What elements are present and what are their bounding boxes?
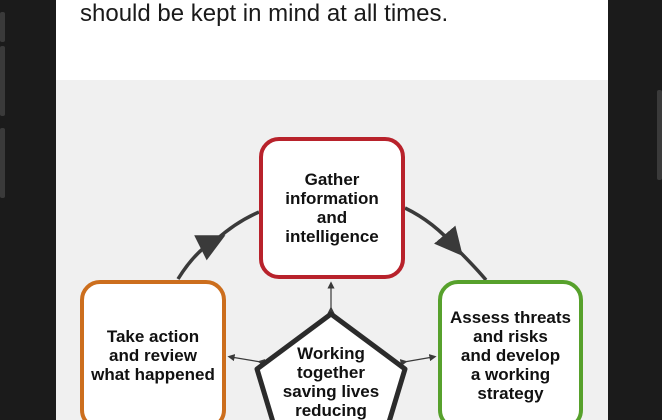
arc-gather-to-assess — [404, 206, 463, 257]
arc-right-down — [454, 246, 488, 282]
article-paragraph-tail: should be kept in mind at all times. — [80, 0, 449, 27]
phone-power-button — [657, 90, 662, 180]
arc-top-left — [214, 210, 260, 242]
arc-action-to-gather — [176, 235, 226, 280]
assess-line-2: and risks — [473, 326, 548, 346]
phone-volume-down-button — [0, 128, 5, 198]
phone-screen: should be kept in mind at all times. — [56, 0, 608, 420]
gather-line-4: intelligence — [285, 227, 379, 246]
working-together-label: Working together saving lives reducing — [276, 344, 386, 420]
assess-line-4: a working — [470, 364, 551, 384]
gather-line-2: information — [285, 189, 379, 208]
center-line-4: reducing — [295, 401, 367, 420]
action-line-2: and review — [109, 345, 197, 365]
phone-volume-up-button — [0, 46, 5, 116]
cycle-arrows — [176, 206, 488, 420]
article-text-area: should be kept in mind at all times. — [56, 0, 608, 80]
center-line-1: Working — [297, 344, 365, 363]
assess-line-1: Assess threats — [450, 307, 571, 327]
center-pentagon — [254, 311, 408, 420]
gather-information-box: Gather information and intelligence — [259, 137, 405, 279]
action-line-3: what happened — [91, 364, 215, 384]
center-to-action-arrow — [227, 354, 266, 367]
jesip-cycle-diagram: Gather information and intelligence Asse… — [56, 80, 608, 420]
take-action-box: Take action and review what happened — [80, 280, 226, 420]
center-line-2: together — [297, 363, 365, 382]
phone-frame-right — [608, 0, 662, 420]
assess-threats-box: Assess threats and risks and develop a w… — [438, 280, 583, 420]
phone-side-button — [0, 12, 5, 42]
assess-line-3: and develop — [460, 345, 561, 365]
phone-frame-left — [0, 0, 56, 420]
gather-line-1: Gather — [304, 170, 360, 189]
assess-line-5: strategy — [477, 383, 544, 403]
center-line-3: saving lives — [282, 382, 380, 401]
gather-line-3: and — [316, 208, 348, 227]
center-to-assess-arrow — [399, 354, 437, 367]
action-line-1: Take action — [106, 326, 200, 346]
